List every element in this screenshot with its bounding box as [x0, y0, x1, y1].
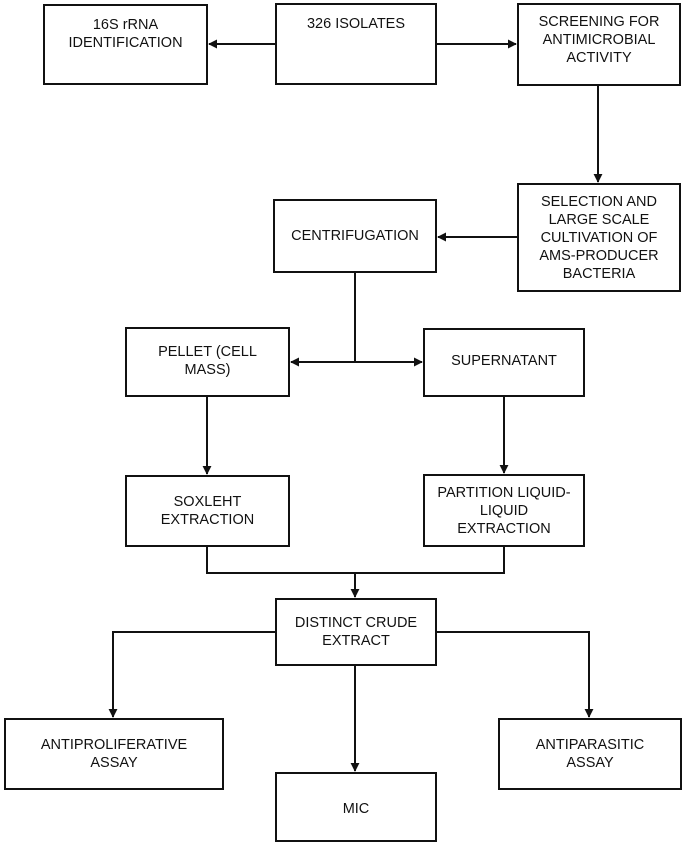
node-partition-liquid-liquid-extraction: PARTITION LIQUID- LIQUID EXTRACTION [423, 474, 585, 547]
node-antiproliferative-assay: ANTIPROLIFERATIVE ASSAY [4, 718, 224, 790]
arrow-crude-to-antiproliferative [108, 631, 275, 718]
node-antiparasitic-assay: ANTIPARASITIC ASSAY [498, 718, 682, 790]
line-extractions-merge [206, 547, 505, 574]
node-selection-large-scale-cultivation: SELECTION AND LARGE SCALE CULTIVATION OF… [517, 183, 681, 292]
node-distinct-crude-extract: DISTINCT CRUDE EXTRACT [275, 598, 437, 666]
node-soxleht-extraction: SOXLEHT EXTRACTION [125, 475, 290, 547]
node-pellet-cell-mass: PELLET (CELL MASS) [125, 327, 290, 397]
node-centrifugation: CENTRIFUGATION [273, 199, 437, 273]
node-326-isolates: 326 ISOLATES [275, 3, 437, 85]
node-16s-rrna-identification: 16S rRNA IDENTIFICATION [43, 4, 208, 85]
arrow-crude-to-antiparasitic [437, 631, 594, 718]
node-supernatant: SUPERNATANT [423, 328, 585, 397]
node-screening-antimicrobial-activity: SCREENING FOR ANTIMICROBIAL ACTIVITY [517, 3, 681, 86]
node-mic: MIC [275, 772, 437, 842]
